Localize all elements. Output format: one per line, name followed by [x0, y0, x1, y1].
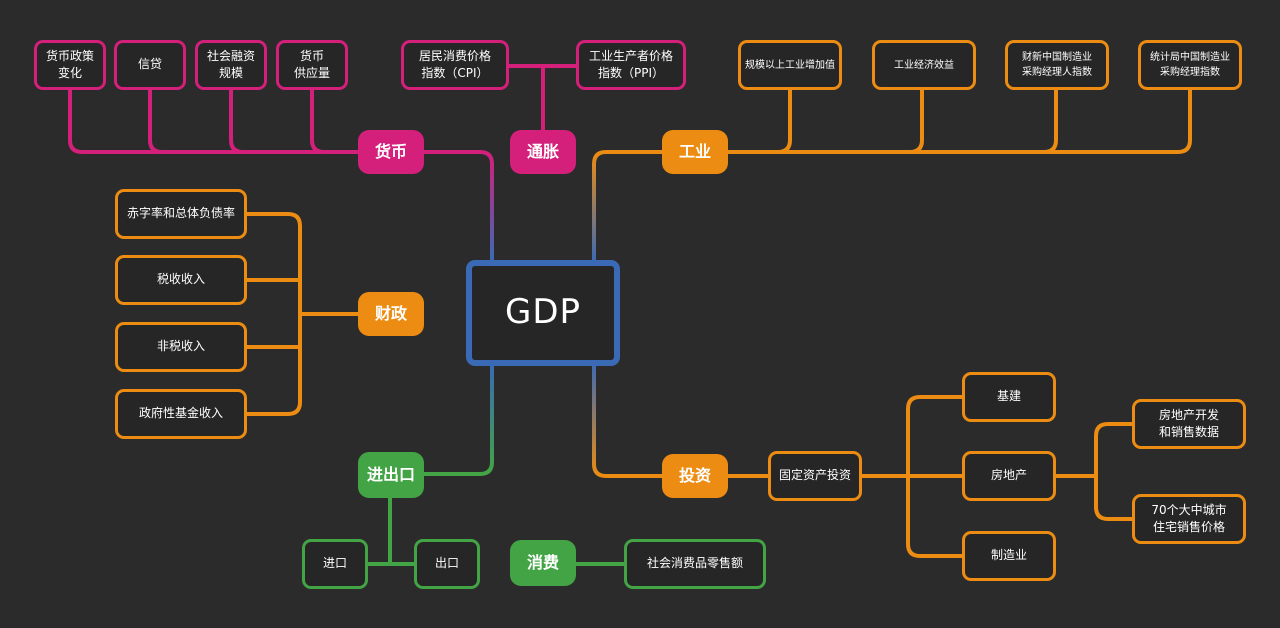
branch-consumption: 消费 — [510, 540, 576, 586]
leaf-import: 进口 — [302, 539, 368, 589]
branch-investment: 投资 — [662, 454, 728, 498]
gdp-center-node: GDP — [466, 260, 620, 366]
leaf-credit: 信贷 — [114, 40, 186, 90]
leaf-social-financing: 社会融资 规模 — [195, 40, 267, 90]
leaf-ppi: 工业生产者价格 指数（PPI） — [576, 40, 686, 90]
leaf-70-city-home-prices: 70个大中城市 住宅销售价格 — [1132, 494, 1246, 544]
leaf-deficit-debt-ratio: 赤字率和总体负债率 — [115, 189, 247, 239]
branch-industry: 工业 — [662, 130, 728, 174]
leaf-infrastructure: 基建 — [962, 372, 1056, 422]
branch-inflation: 通胀 — [510, 130, 576, 174]
leaf-government-fund-revenue: 政府性基金收入 — [115, 389, 247, 439]
leaf-real-estate: 房地产 — [962, 451, 1056, 501]
leaf-nbs-pmi: 统计局中国制造业 采购经理指数 — [1138, 40, 1242, 90]
branch-fiscal: 财政 — [358, 292, 424, 336]
leaf-export: 出口 — [414, 539, 480, 589]
leaf-industrial-efficiency: 工业经济效益 — [872, 40, 976, 90]
leaf-caixin-pmi: 财新中国制造业 采购经理人指数 — [1005, 40, 1109, 90]
leaf-fixed-asset-investment: 固定资产投资 — [768, 451, 862, 501]
leaf-cpi: 居民消费价格 指数（CPI） — [401, 40, 509, 90]
leaf-money-supply: 货币 供应量 — [276, 40, 348, 90]
leaf-real-estate-dev-sales: 房地产开发 和销售数据 — [1132, 399, 1246, 449]
leaf-industrial-added-value: 规模以上工业增加值 — [738, 40, 842, 90]
branch-money: 货币 — [358, 130, 424, 174]
leaf-non-tax-revenue: 非税收入 — [115, 322, 247, 372]
branch-trade: 进出口 — [358, 452, 424, 498]
leaf-tax-revenue: 税收收入 — [115, 255, 247, 305]
leaf-manufacturing: 制造业 — [962, 531, 1056, 581]
leaf-monetary-policy: 货币政策 变化 — [34, 40, 106, 90]
leaf-retail-sales: 社会消费品零售额 — [624, 539, 766, 589]
